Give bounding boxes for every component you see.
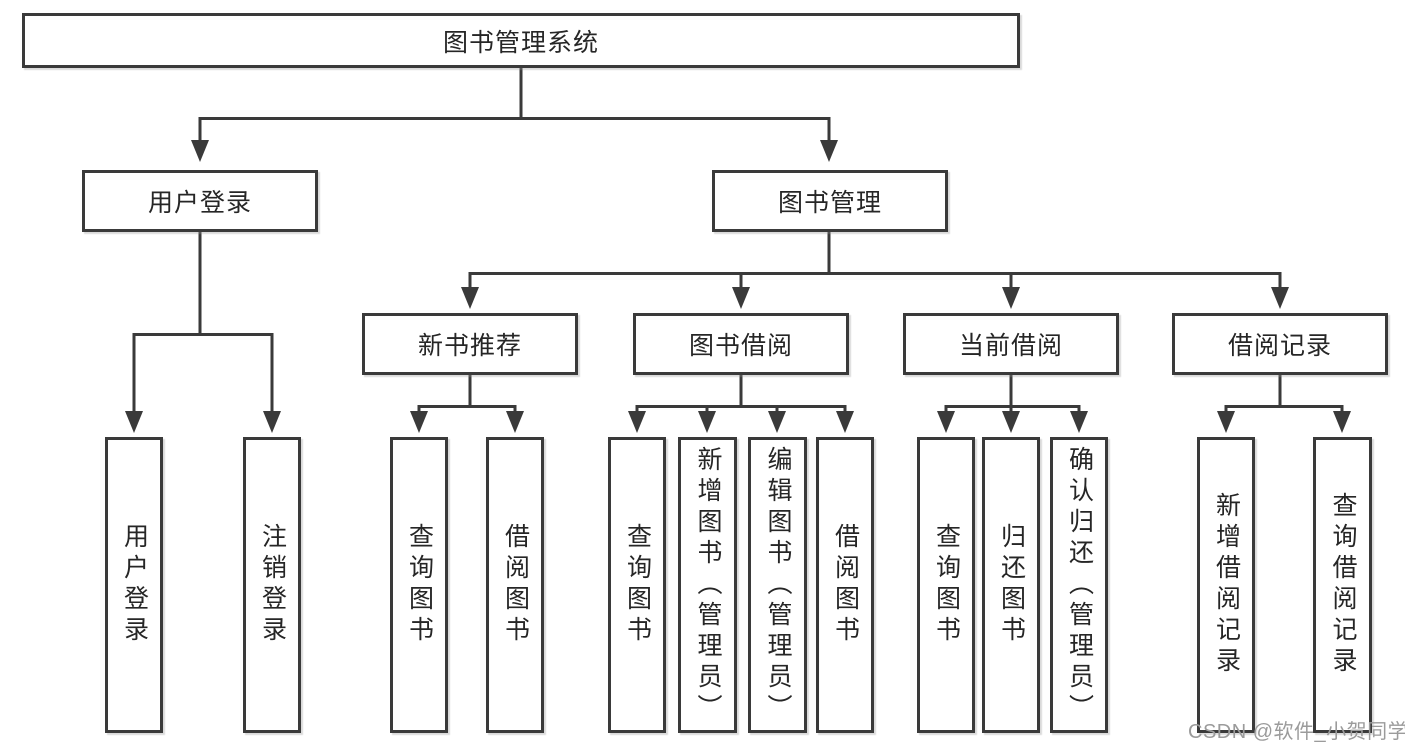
node-book-management: 图书管理	[712, 170, 948, 232]
leaf-add-borrow-record: 新增借阅记录	[1197, 437, 1255, 733]
node-new-book-recommendation: 新书推荐	[362, 313, 578, 375]
arrowhead-book-management	[820, 140, 838, 162]
leaf-label: 编辑图书（管理员）	[764, 445, 792, 725]
arrowhead-leaf-add-books	[698, 411, 716, 433]
node-label: 借阅记录	[1227, 332, 1332, 360]
arrowhead-leaf-user-login	[125, 411, 143, 433]
arrowhead-book-borrowing	[732, 287, 750, 309]
leaf-label: 用户登录	[120, 523, 149, 647]
leaf-query-borrow-record: 查询借阅记录	[1313, 437, 1372, 733]
connector-book-management-branch	[468, 232, 1282, 289]
node-user-login: 用户登录	[82, 170, 318, 232]
leaf-label: 归还图书	[997, 523, 1026, 647]
leaf-query-books-3: 查询图书	[917, 437, 975, 733]
arrowhead-borrowing-records	[1271, 287, 1289, 309]
arrowhead-leaf-edit-books	[768, 411, 786, 433]
arrowhead-leaf-confirm-return	[1070, 411, 1088, 433]
leaf-user-login: 用户登录	[105, 437, 163, 733]
leaf-label: 查询图书	[932, 523, 961, 647]
leaf-add-books-admin: 新增图书（管理员）	[678, 437, 737, 733]
leaf-label: 查询借阅记录	[1329, 492, 1357, 678]
leaf-logout: 注销登录	[243, 437, 301, 733]
node-book-borrowing: 图书借阅	[633, 313, 849, 375]
arrowhead-leaf-query-books-2	[628, 411, 646, 433]
connector-root-to-level2	[198, 68, 831, 142]
leaf-return-books: 归还图书	[982, 437, 1040, 733]
connector-user-login-branch	[132, 232, 274, 413]
node-label: 当前借阅	[958, 332, 1063, 360]
arrowhead-leaf-add-borrow-record	[1217, 411, 1235, 433]
arrowhead-leaf-query-books-3	[937, 411, 955, 433]
connector-new-book-recommendation-branch	[417, 375, 517, 413]
arrowhead-leaf-borrow-books-1	[506, 411, 524, 433]
arrowhead-leaf-borrow-books-2	[836, 411, 854, 433]
leaf-borrow-books-1: 借阅图书	[486, 437, 544, 733]
csdn-watermark: CSDN @软件_小贺同学	[1188, 721, 1405, 743]
arrowhead-leaf-query-books-1	[410, 411, 428, 433]
arrowhead-new-book-recommendation	[461, 287, 479, 309]
node-label: 新书推荐	[417, 332, 522, 360]
connector-borrowing-records-branch	[1224, 375, 1344, 413]
leaf-edit-books-admin: 编辑图书（管理员）	[748, 437, 807, 733]
leaf-label: 查询图书	[405, 523, 434, 647]
node-current-borrowing: 当前借阅	[903, 313, 1119, 375]
leaf-label: 注销登录	[258, 523, 287, 647]
node-borrowing-records: 借阅记录	[1172, 313, 1388, 375]
leaf-label: 查询图书	[623, 523, 652, 647]
node-label: 图书管理系统	[442, 28, 599, 57]
node-library-management-system: 图书管理系统	[22, 13, 1020, 68]
leaf-query-books-2: 查询图书	[608, 437, 666, 733]
leaf-label: 新增图书（管理员）	[694, 445, 722, 725]
node-label: 图书管理	[777, 189, 882, 217]
arrowhead-current-borrowing	[1002, 287, 1020, 309]
connector-book-borrowing-branch	[635, 375, 847, 413]
arrowhead-user-login	[191, 140, 209, 162]
node-label: 用户登录	[147, 189, 252, 217]
leaf-label: 借阅图书	[501, 523, 530, 647]
arrowhead-leaf-query-borrow-record	[1333, 411, 1351, 433]
leaf-label: 借阅图书	[831, 523, 860, 647]
arrowhead-leaf-logout	[263, 411, 281, 433]
leaf-confirm-return-admin: 确认归还（管理员）	[1050, 437, 1108, 733]
connector-current-borrowing-branch	[944, 375, 1081, 413]
node-label: 图书借阅	[688, 332, 793, 360]
leaf-label: 确认归还（管理员）	[1065, 445, 1094, 725]
leaf-label: 新增借阅记录	[1212, 492, 1241, 678]
leaf-query-books-1: 查询图书	[390, 437, 448, 733]
arrowhead-leaf-return-books	[1002, 411, 1020, 433]
leaf-borrow-books-2: 借阅图书	[816, 437, 874, 733]
